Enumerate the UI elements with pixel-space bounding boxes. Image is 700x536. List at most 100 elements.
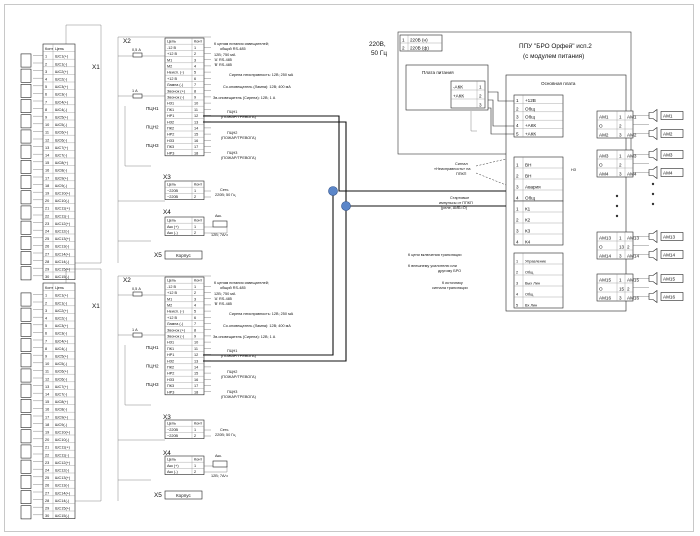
x1-table-cell: 17 bbox=[45, 176, 49, 180]
x1-table-cell: ШС1(-) bbox=[55, 62, 68, 66]
x1-table-cell: ШС14(-) bbox=[55, 260, 70, 264]
x1-table-cell: ШС7(+) bbox=[55, 146, 69, 150]
x1-table-cell: ШС11(+) bbox=[55, 207, 71, 211]
x2-table-cell: 17 bbox=[194, 145, 198, 149]
x2-table-header-cell: Цепь bbox=[167, 40, 176, 44]
x1-table-cell: ШС5(+) bbox=[55, 116, 69, 120]
x1-table-cell: ШС1(+) bbox=[55, 55, 69, 59]
detector-loop-block bbox=[20, 220, 32, 235]
fault-table-cell: Авария bbox=[525, 185, 541, 190]
x1-table-cell: ШС3(-) bbox=[55, 93, 68, 97]
x3-table-cell: 1 bbox=[194, 189, 196, 193]
x1-table-cell: 30 bbox=[45, 514, 49, 518]
ann-b: 'В' RS-485 bbox=[214, 302, 232, 306]
am-table-cell: 3 bbox=[619, 254, 622, 259]
x5-box bbox=[164, 490, 203, 500]
fuse-1a bbox=[132, 93, 143, 99]
bus-line-4 bbox=[203, 206, 347, 362]
ann-rs485-1: К цепям питания извещателей; bbox=[214, 42, 269, 46]
x1-table-cell: ШС10(-) bbox=[55, 438, 70, 442]
x2-table-cell: M1 bbox=[167, 58, 172, 62]
x2-table-cell: 3 bbox=[194, 58, 196, 62]
x1-table-cell: 12 bbox=[45, 138, 49, 142]
am-table-cell: АМ3 bbox=[599, 154, 609, 159]
detector-loop-block bbox=[20, 99, 32, 113]
x1-table-cell: 9 bbox=[45, 355, 47, 359]
am-table-frame bbox=[596, 273, 634, 302]
x1-table-cell: ШС3(+) bbox=[55, 324, 69, 328]
x1-table-cell: 3 bbox=[45, 70, 47, 74]
detector-loop-block bbox=[20, 175, 32, 189]
nz-label: НЗ bbox=[571, 168, 577, 172]
mains-table-cell: 2 bbox=[402, 46, 405, 51]
fault-table-cell: 2 bbox=[516, 174, 519, 179]
ppu-title-1: ППУ "БРО Орфей" исп.2 bbox=[519, 42, 592, 50]
x2-label: X2 bbox=[123, 277, 131, 284]
fuse-0-5a-label: 0,5 А bbox=[132, 48, 141, 52]
pcn3-label: ПЦН3 bbox=[227, 151, 237, 155]
am-table-cell: АМ15 bbox=[599, 278, 611, 283]
x3-table-cell: 2 bbox=[194, 195, 196, 199]
x1-table-cell: 25 bbox=[45, 237, 49, 241]
ann-a: 'А' RS-485 bbox=[214, 58, 232, 62]
x4-label: X4 bbox=[163, 450, 171, 457]
fault-table-cell: Общ bbox=[525, 196, 535, 201]
speaker-icon bbox=[648, 247, 658, 262]
start-sig-1: Стартовые bbox=[450, 196, 469, 200]
fault-table-cell: ВН bbox=[525, 163, 531, 168]
am-table-cell: 2 bbox=[619, 163, 622, 168]
x2-table-cell: 7 bbox=[194, 322, 196, 326]
detector-loop-block bbox=[20, 190, 32, 205]
x2-table-cell: НР1 bbox=[167, 353, 174, 357]
x1-table-cell: 15 bbox=[45, 400, 49, 404]
am-table-cell: О bbox=[599, 287, 603, 292]
x1-table-cell: ШС10(+) bbox=[55, 192, 71, 196]
ann-b: 'В' RS-485 bbox=[214, 63, 232, 67]
x4-label: X4 bbox=[163, 209, 171, 216]
x4-table-header-cell: Цепь bbox=[167, 219, 176, 223]
x1-table-cell: 11 bbox=[45, 370, 49, 374]
x1-table-cell: ШС5(-) bbox=[55, 362, 68, 366]
ann-sirena: Сирена неисправность: 12В; 250 мА bbox=[229, 312, 294, 316]
main-power-table-cell: Общ bbox=[525, 106, 535, 111]
x1-table-cell: ШС8(+) bbox=[55, 161, 69, 165]
x1-table-cell: ШС5(+) bbox=[55, 355, 69, 359]
ctrl-ann-1: К цепи включения трансляции bbox=[408, 253, 462, 257]
ellipsis-dot bbox=[615, 204, 619, 208]
x2-table-cell: 10 bbox=[194, 341, 198, 345]
ctrl-ann-2b: другому БРО bbox=[438, 269, 461, 273]
x1-table-cell: 1 bbox=[45, 294, 47, 298]
x4-table-cell: 2 bbox=[194, 470, 196, 474]
detector-loop-block bbox=[20, 292, 32, 307]
am-output-label: АМ4 bbox=[663, 171, 673, 176]
ann-zvon: Зв.оповещатель (Сирена): 12В; 1 А bbox=[213, 335, 276, 339]
x3-wires bbox=[204, 429, 211, 437]
x1-table-cell: ШС9(-) bbox=[55, 423, 68, 427]
ann-rs485-2: общий RS-485 bbox=[220, 47, 246, 51]
x3-table-cell: ~220В bbox=[167, 434, 179, 438]
x1-table-cell: 7 bbox=[45, 100, 47, 104]
x2-table-frame bbox=[164, 276, 205, 396]
akk-sub: 12В; 7А/ч bbox=[211, 233, 228, 237]
x1-table-cell: ШС13(+) bbox=[55, 237, 71, 241]
pcn1-label: ПЦН1 bbox=[227, 110, 237, 114]
ann-zvon: Зв.оповещатель (Сирена): 12В; 1 А bbox=[213, 96, 276, 100]
akk-label: Акк. bbox=[215, 214, 222, 218]
x3-table-header-cell: Конт bbox=[194, 422, 202, 426]
x1-table-cell: ШС8(-) bbox=[55, 169, 68, 173]
x2-table-cell: Звонок (-) bbox=[167, 335, 185, 339]
